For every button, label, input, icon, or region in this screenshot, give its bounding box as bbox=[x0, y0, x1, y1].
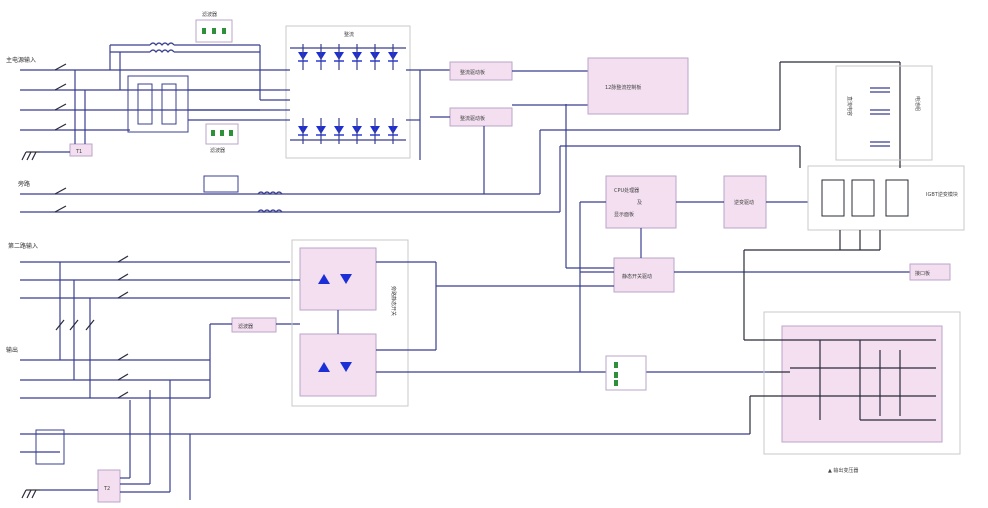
rectifier-block: 整流 bbox=[285, 25, 411, 159]
interface-board-label: 接口板 bbox=[915, 270, 930, 277]
filter-output bbox=[605, 355, 647, 391]
cpu-board-line1: CPU处理器 bbox=[614, 187, 639, 194]
input-transformer bbox=[127, 75, 189, 133]
mains-input-label: 主电源输入 bbox=[6, 56, 36, 64]
t1-box bbox=[69, 143, 93, 157]
inverter-module-label: IGBT逆变模块 bbox=[926, 191, 958, 198]
inverter-drive bbox=[723, 175, 767, 229]
inverter-drive-label: 逆变驱动 bbox=[734, 199, 754, 206]
output-marker-label: 输出 bbox=[6, 346, 18, 354]
second-input-section: 第二路输入 输出 T2 bbox=[6, 242, 750, 503]
scr-static-switch: 旁路静态开关 bbox=[291, 239, 409, 407]
t1-label: T1 bbox=[75, 149, 82, 155]
bypass-section: 旁路 bbox=[18, 126, 800, 213]
cpu-board-line2: 及 bbox=[637, 200, 642, 206]
capacitor-bank-label: 直流电容 bbox=[846, 96, 853, 116]
static-switch-driver-label: 静态开关驱动 bbox=[622, 273, 652, 280]
transformer-caption: ▲ 输出变压器 bbox=[828, 467, 858, 474]
igbt-inverter-module: IGBT逆变模块 bbox=[807, 165, 965, 231]
filter-top-label: 滤波器 bbox=[202, 11, 217, 18]
scr-block-label: 旁路静态开关 bbox=[390, 286, 397, 316]
battery-pack-label: 电池组 bbox=[914, 96, 921, 111]
rect-control-board bbox=[587, 57, 689, 115]
filter-mid-label: 滤波器 bbox=[210, 147, 225, 154]
capacitor-bank: 直流电容 电池组 bbox=[835, 65, 933, 161]
bypass-label: 旁路 bbox=[18, 180, 30, 188]
static-switch-driver bbox=[613, 257, 675, 293]
rectifier-title: 整流 bbox=[344, 31, 354, 38]
filter-bottom-left bbox=[231, 317, 277, 333]
second-input-label: 第二路输入 bbox=[8, 242, 38, 250]
filter-bottom-left-label: 滤波器 bbox=[238, 323, 253, 330]
rect-control-label: 12脉整流控制板 bbox=[605, 84, 641, 91]
interface-board bbox=[909, 263, 951, 281]
mains-input-section: 主电源输入 T1 bbox=[6, 42, 280, 161]
output-transformer: ▲ 输出变压器 bbox=[763, 311, 961, 474]
filter-top: 滤波器 bbox=[195, 11, 233, 43]
t2-label: T2 bbox=[103, 486, 110, 492]
rect-driver-2-label: 整流驱动板 bbox=[460, 115, 485, 122]
rect-driver-1-label: 整流驱动板 bbox=[460, 69, 485, 76]
t2-box bbox=[97, 469, 121, 503]
cpu-board-line3: 显示面板 bbox=[614, 211, 634, 218]
filter-mid: 滤波器 bbox=[205, 123, 239, 154]
